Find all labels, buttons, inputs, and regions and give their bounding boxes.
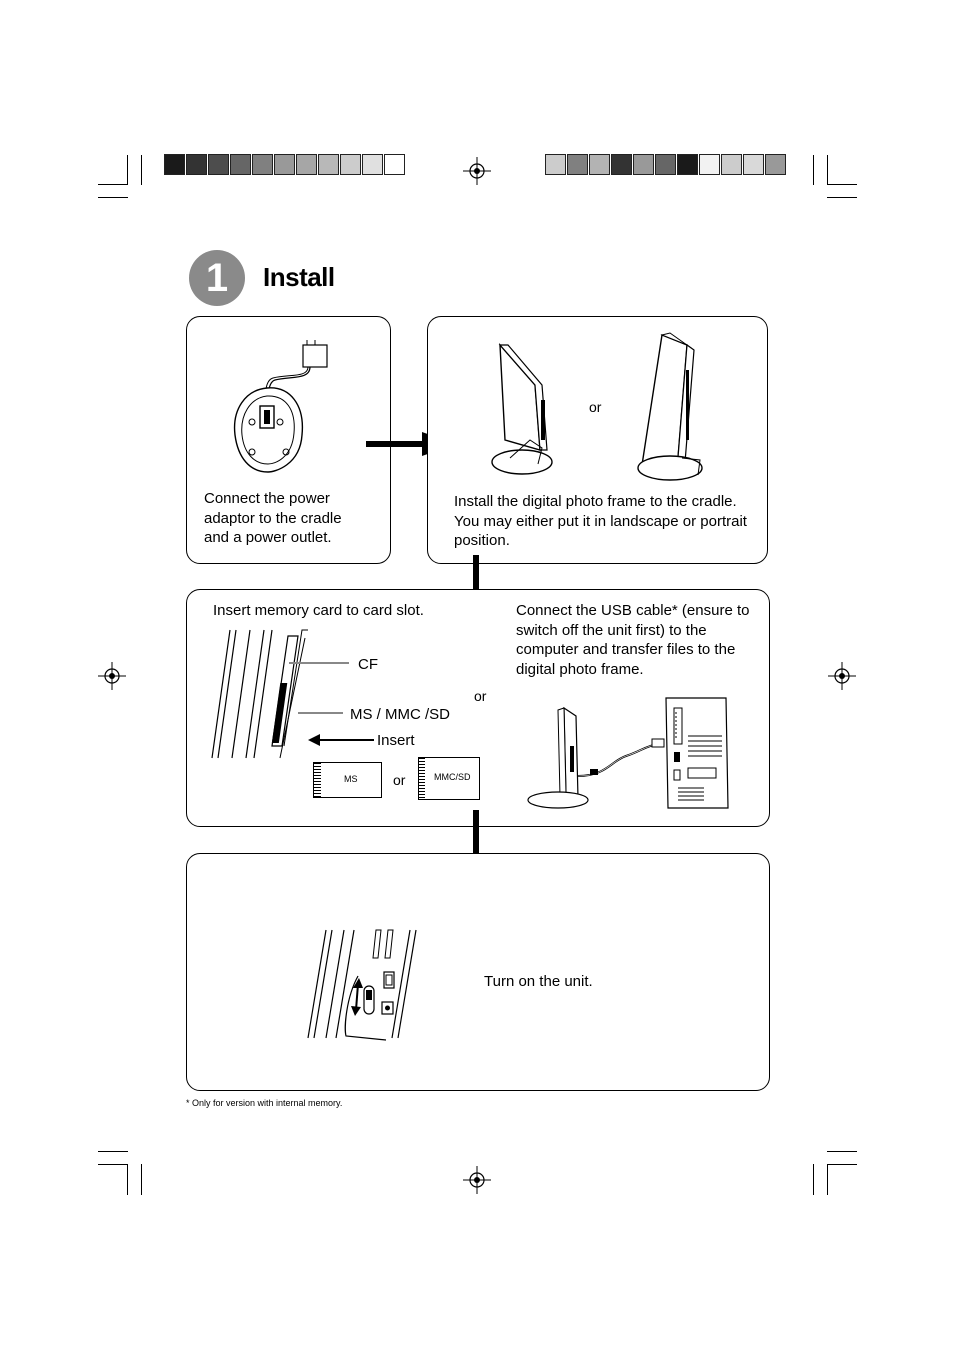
color-swatch: [677, 154, 698, 175]
color-swatch: [384, 154, 405, 175]
footnote: * Only for version with internal memory.: [186, 1098, 343, 1108]
color-swatch: [208, 154, 229, 175]
color-swatch: [633, 154, 654, 175]
cradle-instruction: Install the digital photo frame to the c…: [454, 493, 747, 549]
usb-connection-illustration: [527, 697, 729, 809]
color-swatch: [296, 154, 317, 175]
color-swatch: [186, 154, 207, 175]
color-swatch: [589, 154, 610, 175]
cf-pointer-line: [289, 662, 349, 664]
step-number-badge: 1: [189, 250, 245, 306]
color-swatch: [318, 154, 339, 175]
ms-pointer-line: [298, 712, 343, 714]
cradle-with-adaptor-illustration: [233, 340, 328, 473]
color-swatch: [230, 154, 251, 175]
ms-card-illustration: MS: [313, 762, 382, 798]
usb-instruction: Connect the USB cable* (ensure to switch…: [516, 602, 750, 678]
color-swatch: [567, 154, 588, 175]
registration-mark-icon: [463, 157, 491, 185]
portrait-frame-illustration: [637, 332, 703, 481]
mmc-sd-card-label: MMC/SD: [434, 772, 471, 782]
color-swatch: [274, 154, 295, 175]
registration-mark-icon: [98, 662, 126, 690]
card-or-label: or: [393, 772, 406, 788]
page-title: Install: [263, 262, 335, 292]
color-swatch: [164, 154, 185, 175]
panel-cradle-install: [427, 316, 768, 564]
mmc-sd-card-illustration: MMC/SD: [418, 757, 480, 800]
color-bar-right: [545, 154, 787, 175]
cf-slot-label: CF: [358, 656, 378, 673]
turn-on-instruction: Turn on the unit.: [484, 973, 593, 990]
panel-turn-on: [186, 853, 770, 1091]
color-swatch: [252, 154, 273, 175]
color-bar-left: [164, 154, 406, 175]
color-swatch: [765, 154, 786, 175]
color-swatch: [655, 154, 676, 175]
insert-label: Insert: [377, 732, 415, 749]
color-swatch: [340, 154, 361, 175]
color-swatch: [743, 154, 764, 175]
color-swatch: [721, 154, 742, 175]
ms-card-label: MS: [344, 774, 358, 784]
memory-card-heading: Insert memory card to card slot.: [213, 602, 424, 619]
media-or-label: or: [474, 688, 487, 704]
color-swatch: [699, 154, 720, 175]
orientation-or-label: or: [589, 399, 602, 415]
registration-mark-icon: [463, 1166, 491, 1194]
landscape-frame-illustration: [491, 343, 553, 475]
power-switch-illustration: [307, 929, 417, 1041]
insert-arrow-icon: [308, 734, 374, 746]
registration-mark-icon: [828, 662, 856, 690]
color-swatch: [362, 154, 383, 175]
color-swatch: [545, 154, 566, 175]
ms-mmc-sd-slot-label: MS / MMC /SD: [350, 706, 450, 723]
power-adaptor-instruction: Connect the power adaptor to the cradle …: [204, 490, 342, 546]
color-swatch: [611, 154, 632, 175]
